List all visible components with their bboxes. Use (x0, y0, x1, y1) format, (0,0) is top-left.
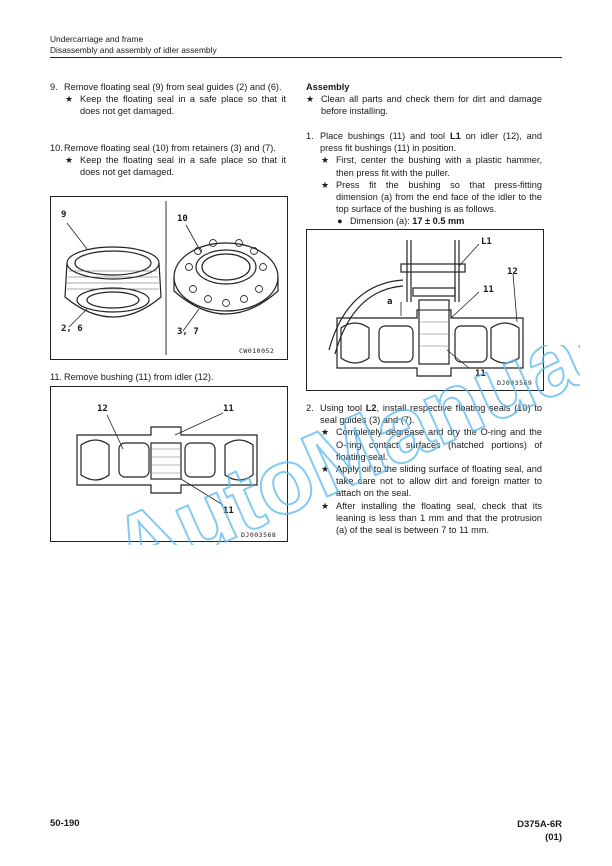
tool-code: L2 (365, 403, 377, 413)
callout-a: a (387, 297, 393, 307)
note-text: Apply oil to the sliding surface of floa… (336, 464, 542, 499)
step-note: ★ Apply oil to the sliding surface of fl… (306, 463, 542, 500)
step-note: ★ Keep the floating seal in a safe place… (50, 154, 286, 178)
note-text: Keep the floating seal in a safe place s… (80, 94, 286, 117)
step-number: 10. (50, 143, 63, 153)
step-text: Remove bushing (11) from idler (12). (64, 372, 214, 382)
figure-code: DJ003569 (497, 379, 533, 387)
callout-12: 12 (507, 267, 518, 277)
figure-press-fit: L1 12 11 a 11 DJ003569 (306, 229, 544, 391)
step-number: 1. (306, 131, 314, 141)
callout-11-top: 11 (483, 285, 494, 295)
assembly-section: Assembly ★ Clean all parts and check the… (306, 81, 542, 118)
step-text: Place bushings (11) and tool L1 on idler… (320, 131, 542, 154)
note-text: After installing the floating seal, chec… (336, 500, 542, 536)
star-icon: ★ (321, 155, 330, 166)
step-number: 2. (306, 403, 314, 413)
header-subsection-title: Disassembly and assembly of idler assemb… (50, 44, 217, 55)
callout-11-top: 11 (223, 404, 234, 414)
header-rule (50, 57, 562, 58)
star-icon: ★ (321, 500, 330, 511)
step-text: Remove floating seal (10) from retainers… (64, 143, 276, 153)
step-note: ★ Press fit the bushing so that press-fi… (306, 179, 542, 216)
callout-2-6: 2, 6 (61, 324, 83, 334)
callout-11-bottom: 11 (223, 506, 234, 516)
step-9: 9. Remove floating seal (9) from seal gu… (50, 81, 286, 118)
header-section-title: Undercarriage and frame (50, 34, 144, 44)
step-note: ★ Completely degrease and dry the O-ring… (306, 426, 542, 463)
revision-code: (01) (545, 832, 562, 843)
dimension-label: Dimension (a): (350, 216, 413, 227)
step-number: 11. (50, 372, 63, 382)
model-code: D375A-6R (517, 819, 562, 830)
step-note: ★ Keep the floating seal in a safe place… (50, 93, 286, 117)
star-icon: ★ (321, 179, 330, 190)
figure-bushing-removal: 12 11 11 DJ003568 (50, 386, 288, 542)
callout-11-bottom: 11 (475, 369, 486, 379)
figure-code: CW010052 (239, 347, 275, 355)
callout-10: 10 (177, 214, 188, 224)
dimension-value: 17 ± 0.5 mm (412, 216, 465, 227)
note-text: Completely degrease and dry the O-ring a… (336, 427, 542, 462)
assembly-heading: Assembly (306, 82, 350, 92)
callout-9: 9 (61, 210, 67, 220)
model-revision: D375A-6R (01) (517, 818, 562, 844)
step-note: ★ First, center the bushing with a plast… (306, 154, 542, 178)
tool-code: L1 (449, 131, 461, 141)
figure-floating-seals: 9 10 2, 6 3, 7 CW010052 (50, 196, 288, 360)
star-icon: ★ (65, 94, 74, 105)
bullet-icon: ● (337, 216, 343, 227)
step-10: 10. Remove floating seal (10) from retai… (50, 142, 286, 179)
callout-l1: L1 (481, 237, 492, 247)
star-icon: ★ (65, 155, 74, 166)
callout-3-7: 3, 7 (177, 327, 199, 337)
floating-seal-drawing (64, 201, 279, 355)
step-11: 11. Remove bushing (11) from idler (12). (50, 371, 286, 383)
step-text: Remove floating seal (9) from seal guide… (64, 82, 282, 92)
step-text: Using tool L2, install respective floati… (320, 403, 542, 426)
star-icon: ★ (321, 427, 330, 438)
star-icon: ★ (306, 94, 315, 105)
assembly-step-2: 2. Using tool L2, install respective flo… (306, 402, 542, 536)
assembly-note: ★ Clean all parts and check them for dir… (306, 93, 542, 117)
star-icon: ★ (321, 464, 330, 475)
press-fit-drawing (328, 240, 524, 377)
assembly-step-1: 1. Place bushings (11) and tool L1 on id… (306, 130, 542, 228)
dimension-item: ● Dimension (a): 17 ± 0.5 mm (306, 215, 542, 227)
callout-12: 12 (97, 404, 108, 414)
step-note: ★ After installing the floating seal, ch… (306, 500, 542, 537)
page-header: Undercarriage and frame Disassembly and … (50, 34, 562, 55)
idler-section-drawing (76, 412, 258, 506)
note-text: Keep the floating seal in a safe place s… (80, 155, 286, 178)
note-text: Press fit the bushing so that press-fitt… (336, 179, 542, 215)
note-text: Clean all parts and check them for dirt … (321, 94, 542, 117)
figure-code: DJ003568 (241, 531, 277, 539)
note-text: First, center the bushing with a plastic… (336, 155, 542, 178)
step-number: 9. (50, 82, 58, 92)
page-number: 50-190 (50, 818, 80, 829)
